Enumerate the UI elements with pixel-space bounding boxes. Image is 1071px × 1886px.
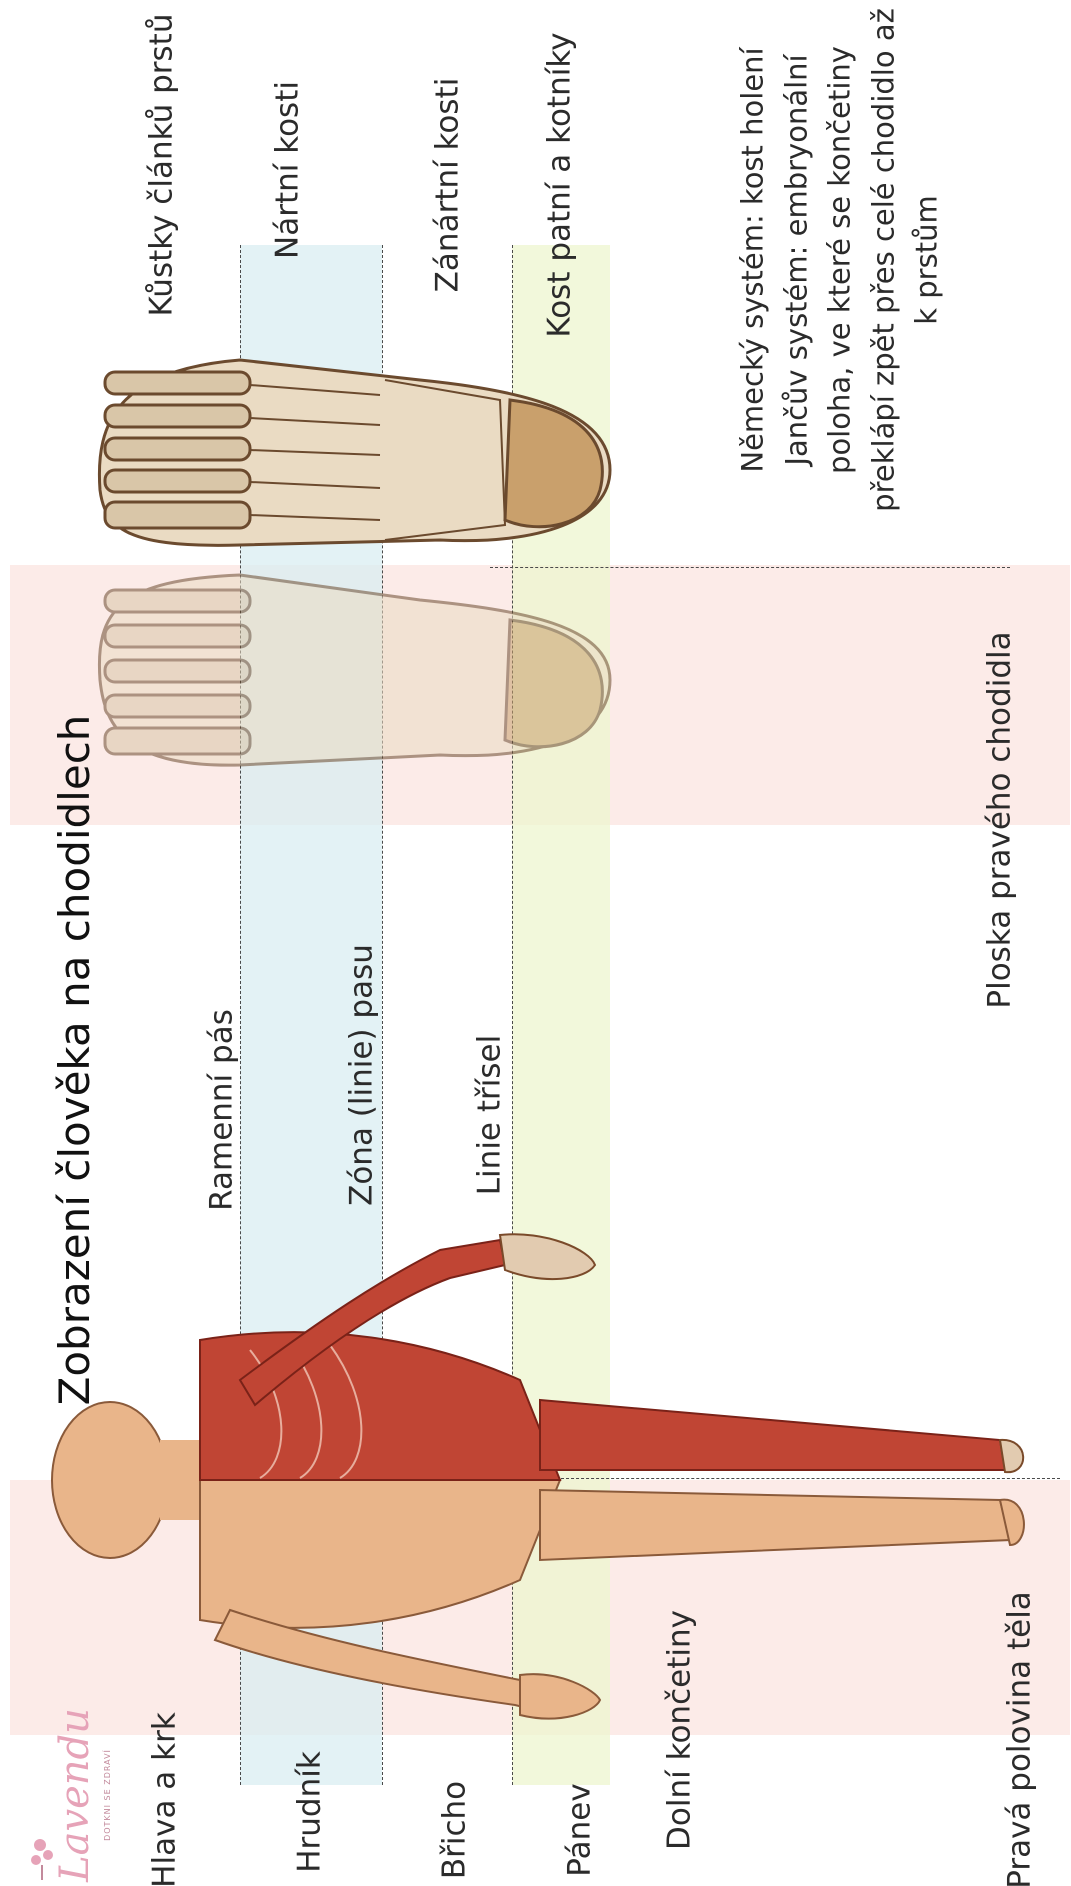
line-waist-label: Zóna (linie) pasu: [343, 944, 382, 1206]
page-title: Zobrazení člověka na chodidlech: [49, 715, 102, 1406]
foot-skeleton-icon: [99, 360, 610, 545]
foot-tarsal-label: Zánártní kosti: [429, 78, 468, 293]
foot-heel-ankle-label: Kost patní a kotníky: [541, 32, 580, 337]
foot-metatarsal-label: Nártní kosti: [269, 81, 308, 259]
zone-right-half: Pravá polovina těla: [1001, 1591, 1040, 1886]
logo-tagline: DOTKNI SE ZDRAVÍ: [103, 1749, 113, 1841]
foot-phalanges-label: Kůstky článků prstů: [143, 14, 182, 317]
line-shoulder-label: Ramenní pás: [203, 1009, 242, 1211]
foot-skeleton-faded-icon: [99, 575, 610, 765]
zone-head-neck: Hlava a krk: [146, 1712, 185, 1886]
logo-text: Lavendu: [50, 1708, 100, 1882]
systems-note: Německý systém: kost holení Jančův systé…: [731, 0, 949, 520]
zone-pelvis: Pánev: [561, 1783, 600, 1876]
zone-lower-limbs: Dolní končetiny: [661, 1610, 700, 1850]
line-groin-label: Linie třísel: [471, 1035, 510, 1195]
zone-abdomen: Břicho: [436, 1781, 475, 1879]
human-figure-icon: [52, 1234, 1024, 1718]
zone-chest: Hrudník: [291, 1751, 330, 1873]
sole-label: Ploska pravého chodidla: [981, 631, 1020, 1008]
